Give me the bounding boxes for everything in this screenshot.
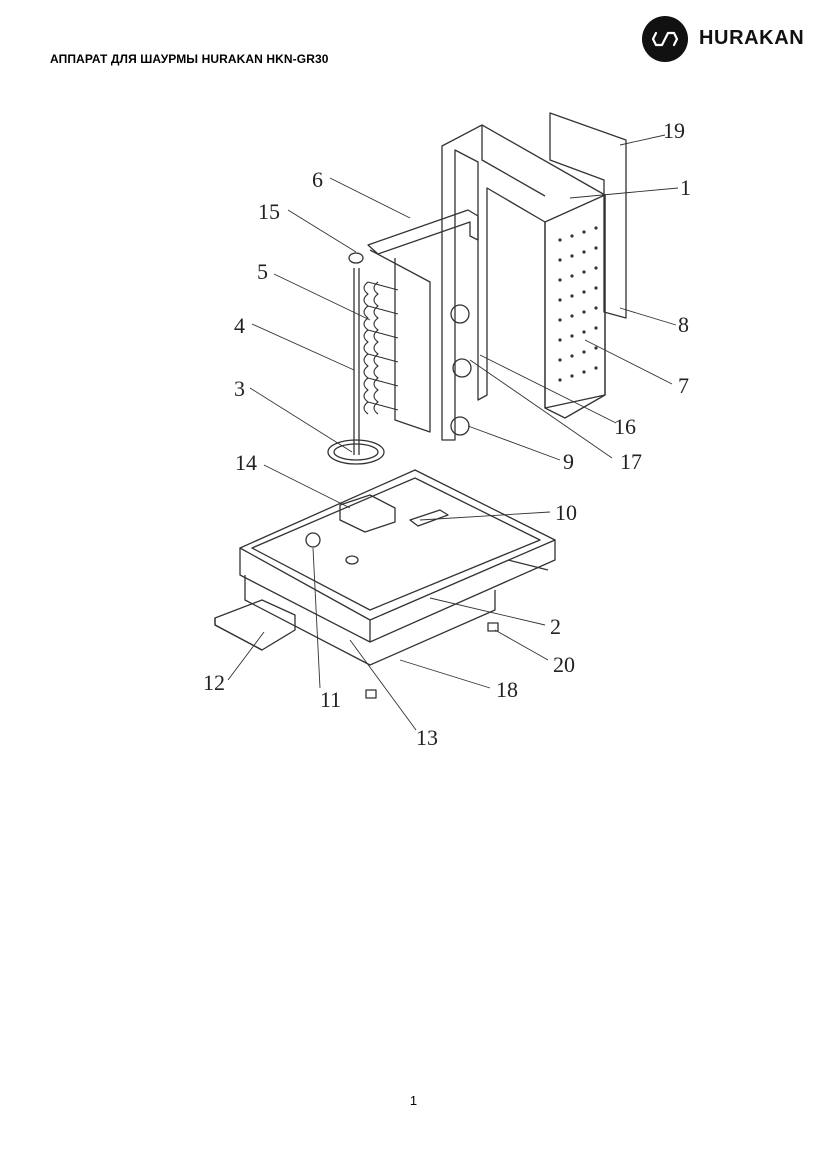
drawer-part [214,599,296,651]
callout-4: 4 [234,313,245,338]
callout-6: 6 [312,167,323,192]
drip-tray-knob-part [305,532,321,548]
callout-12: 12 [203,670,225,695]
callout-7: 7 [678,373,689,398]
callout-18: 18 [496,677,518,702]
callout-8: 8 [678,312,689,337]
heater-frame-part [369,249,431,433]
callout-14: 14 [235,450,257,475]
callout-2: 2 [550,614,561,639]
top-arm-part [367,209,479,255]
lower-base-part [244,575,496,666]
callout-17: 17 [620,449,642,474]
callout-11: 11 [320,687,341,712]
callout-9: 9 [563,449,574,474]
callout-10: 10 [555,500,577,525]
tower-housing-part [441,124,606,441]
logo-text: HURAKAN [699,27,805,49]
spit-rod-part [353,268,360,455]
callout-16: 16 [614,414,636,439]
callout-19: 19 [663,118,685,143]
top-knob-part [348,252,364,264]
base-top-part [239,469,556,621]
power-cord-part [507,559,549,571]
meat-plate-part [327,439,385,465]
document-title: АППАРАТ ДЛЯ ШАУРМЫ HURAKAN HKN-GR30 [50,52,329,66]
brand-logo: HURAKAN [642,16,818,62]
callout-1: 1 [680,175,691,200]
side-panel-part [544,194,606,409]
back-panel-part [549,112,627,319]
motor-part [339,494,396,533]
callout-13: 13 [416,725,438,750]
logo-mark-icon [642,16,688,62]
callout-15: 15 [258,199,280,224]
callout-3: 3 [234,376,245,401]
callout-5: 5 [257,259,268,284]
page-number: 1 [409,1093,418,1108]
callout-20: 20 [553,652,575,677]
